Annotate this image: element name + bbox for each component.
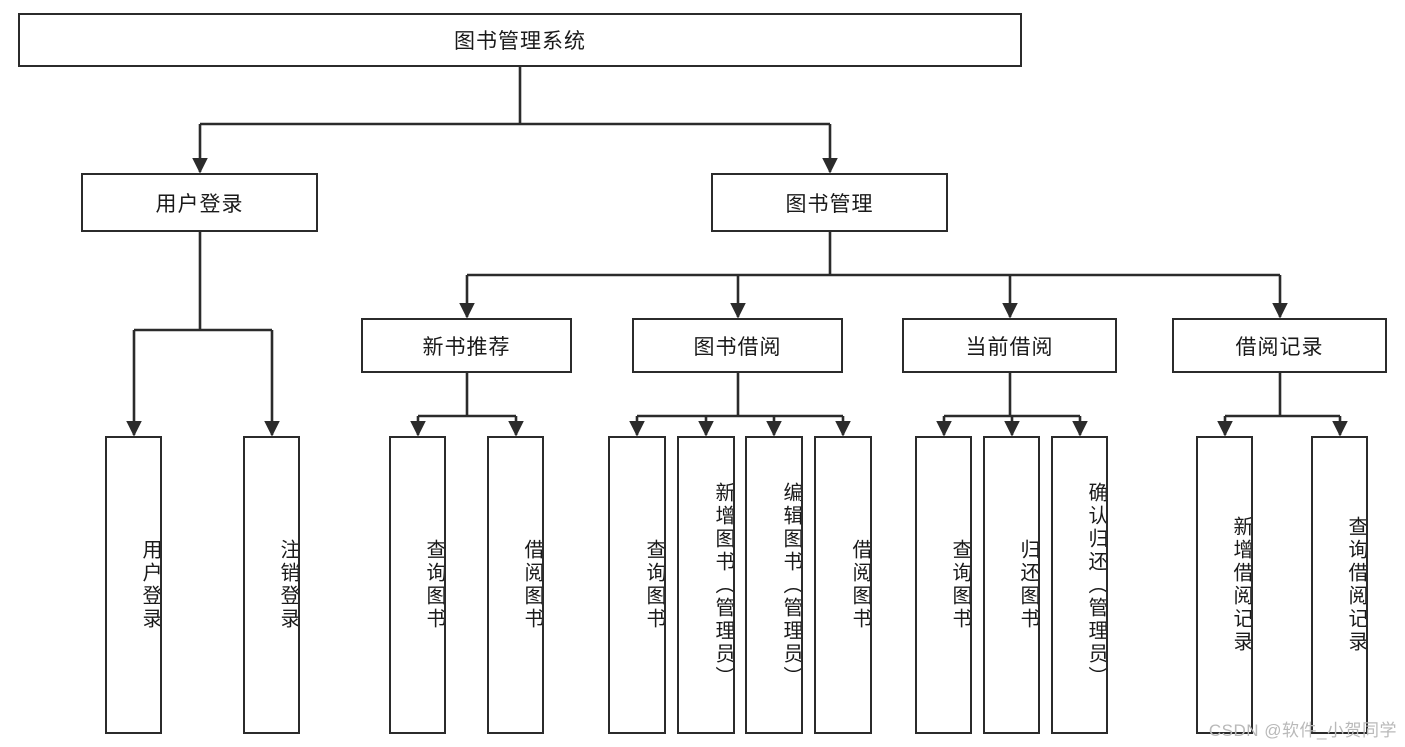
node-label: 图书管理	[785, 192, 874, 216]
node-label: 查询借阅记录	[1345, 516, 1367, 654]
node-new-book-rec[interactable]: 新书推荐	[361, 318, 572, 373]
node-leaf-query-book-2[interactable]: 查询图书	[608, 436, 666, 734]
node-label: 新增图书（管理员）	[712, 481, 734, 689]
node-leaf-add-book[interactable]: 新增图书（管理员）	[677, 436, 735, 734]
node-label: 用户登录	[139, 539, 161, 631]
node-leaf-edit-book[interactable]: 编辑图书（管理员）	[745, 436, 803, 734]
node-label: 借阅图书	[521, 539, 543, 631]
node-leaf-user-logout[interactable]: 注销登录	[243, 436, 300, 734]
node-label: 借阅记录	[1235, 335, 1324, 359]
edge-group	[126, 67, 1348, 437]
node-book-borrow[interactable]: 图书借阅	[632, 318, 843, 373]
node-user-login[interactable]: 用户登录	[81, 173, 318, 232]
node-leaf-query-book-1[interactable]: 查询图书	[389, 436, 446, 734]
node-label: 用户登录	[155, 192, 244, 216]
node-leaf-user-login[interactable]: 用户登录	[105, 436, 162, 734]
node-leaf-borrow-book-2[interactable]: 借阅图书	[814, 436, 872, 734]
node-label: 图书借阅	[693, 335, 782, 359]
node-leaf-add-record[interactable]: 新增借阅记录	[1196, 436, 1253, 734]
node-label: 归还图书	[1017, 539, 1039, 631]
node-label: 确认归还（管理员）	[1085, 481, 1107, 689]
node-label: 查询图书	[949, 539, 971, 631]
node-label: 借阅图书	[849, 539, 871, 631]
node-leaf-return-book[interactable]: 归还图书	[983, 436, 1040, 734]
node-book-manage[interactable]: 图书管理	[711, 173, 948, 232]
node-label: 当前借阅	[965, 335, 1054, 359]
node-leaf-confirm-return[interactable]: 确认归还（管理员）	[1051, 436, 1108, 734]
node-leaf-borrow-book-1[interactable]: 借阅图书	[487, 436, 544, 734]
node-label: 图书管理系统	[454, 30, 586, 53]
node-label: 编辑图书（管理员）	[780, 481, 802, 689]
node-leaf-query-book-3[interactable]: 查询图书	[915, 436, 972, 734]
node-label: 注销登录	[277, 539, 299, 631]
node-root[interactable]: 图书管理系统	[18, 13, 1022, 67]
node-label: 查询图书	[643, 539, 665, 631]
node-current-borrow[interactable]: 当前借阅	[902, 318, 1117, 373]
node-label: 查询图书	[423, 539, 445, 631]
node-label: 新书推荐	[422, 335, 511, 359]
node-leaf-query-record[interactable]: 查询借阅记录	[1311, 436, 1368, 734]
node-label: 新增借阅记录	[1230, 516, 1252, 654]
node-borrow-record[interactable]: 借阅记录	[1172, 318, 1387, 373]
